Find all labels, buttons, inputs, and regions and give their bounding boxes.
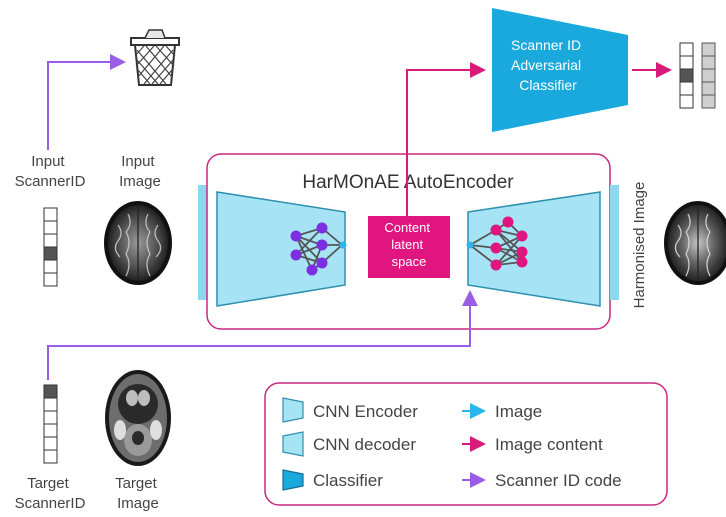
input-scanner-id-label: Input ScannerID: [15, 153, 86, 190]
target-scanner-id-label: Target ScannerID: [15, 475, 86, 512]
brain-mri-icon: [105, 370, 171, 466]
legend: CNN Encoder CNN decoder Classifier Image…: [264, 382, 668, 506]
legend-cnn-encoder-label: CNN Encoder: [313, 402, 418, 421]
target-scanner-id-vector: [43, 384, 58, 464]
predicted-scanner-id-vector: [679, 42, 694, 109]
legend-classifier-swatch: [282, 469, 304, 491]
classifier-label: Scanner ID Adversarial Classifier: [511, 37, 585, 93]
legend-image-content-label: Image content: [495, 435, 603, 454]
scanner-id-classifier-block: [492, 8, 628, 132]
legend-classifier-label: Classifier: [313, 471, 383, 490]
content-latent-space: [368, 216, 450, 278]
cnn-decoder-block: [467, 191, 601, 307]
content-to-classifier-arrow: [406, 62, 486, 216]
neural-network-icon: [466, 216, 528, 271]
brain-mri-icon: [664, 201, 726, 285]
autoencoder-title: HarMOnAE AutoEncoder: [302, 172, 514, 193]
input-scanner-id-vector: [43, 207, 58, 287]
brain-mri-icon: [104, 201, 172, 285]
trash-bin-icon: [130, 29, 180, 86]
target-scanner-id-to-decoder-arrow: [47, 290, 478, 380]
target-image-label: Target Image: [115, 475, 161, 512]
legend-cnn-decoder-label: CNN decoder: [313, 435, 416, 454]
latent-space-label: Content latent space: [384, 220, 433, 269]
scanner-id-to-trash-arrow: [47, 54, 126, 150]
input-image-label: Input Image: [119, 153, 161, 190]
legend-decoder-swatch: [282, 431, 304, 457]
legend-scanner-id-label: Scanner ID code: [495, 471, 622, 490]
harmonised-image-label: Harmonised Image: [631, 182, 648, 309]
legend-image-label: Image: [495, 402, 542, 421]
harmonised-image-strip: [610, 185, 619, 300]
cnn-encoder-block: [216, 191, 346, 307]
uniform-scanner-id-vector: [701, 42, 716, 109]
input-image-strip: [198, 185, 207, 300]
neural-network-icon: [290, 222, 347, 276]
legend-encoder-swatch: [282, 397, 304, 423]
